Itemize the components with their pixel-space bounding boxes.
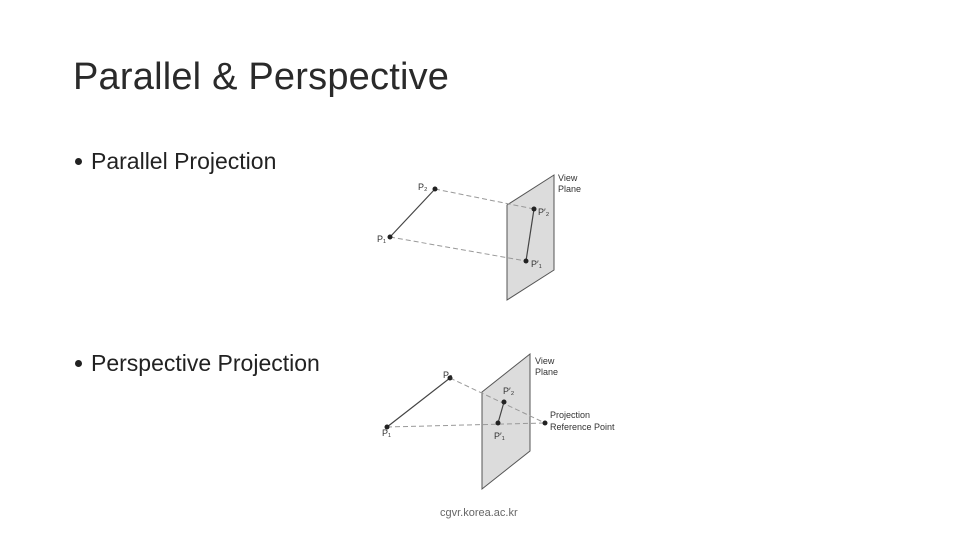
label-view-plane-line1: View (558, 173, 578, 183)
bullet-dot (75, 158, 82, 165)
point-p2 (432, 186, 438, 192)
point-p1-projected (523, 258, 529, 264)
label-p1: P₁ (382, 428, 391, 438)
point-p1-projected (495, 420, 501, 426)
point-p1 (387, 234, 393, 240)
label-p2-projected: P′₂ (538, 207, 550, 217)
point-p2-projected (531, 206, 537, 212)
object-segment (386, 377, 451, 428)
label-reference-point-line2: Reference Point (550, 422, 615, 432)
bullet-text: Perspective Projection (91, 350, 320, 376)
projector-line (386, 422, 546, 428)
projection-reference-point (542, 420, 548, 426)
view-plane (481, 352, 531, 491)
projector-line (449, 377, 546, 424)
projector-line (434, 188, 535, 210)
footer-url: cgvr.korea.ac.kr (440, 507, 518, 519)
point-p1 (384, 424, 390, 430)
projected-segment (525, 208, 535, 262)
label-view-plane-line1: View (535, 356, 555, 366)
bullet-parallel-projection: Parallel Projection (75, 148, 276, 175)
label-p1: P₁ (377, 234, 386, 244)
label-p1-projected: P′₁ (494, 431, 505, 441)
label-view-plane-line2: Plane (535, 367, 558, 377)
bullet-text: Parallel Projection (91, 148, 277, 174)
bullet-perspective-projection: Perspective Projection (75, 350, 320, 377)
label-reference-point-line1: Projection (550, 410, 590, 420)
perspective-projection-figure: P₂ P₁ P′₂ P′₁ View Plane Projection Refe… (382, 352, 615, 491)
parallel-projection-figure: P₂ P₁ P′₂ P′₁ View Plane (377, 173, 581, 301)
label-p1-projected: P′₁ (531, 259, 542, 269)
projected-segment (497, 401, 505, 424)
label-p2-projected: P′₂ (503, 386, 515, 396)
label-p2: P₂ (418, 182, 428, 192)
projector-line (389, 236, 527, 262)
label-p2: P₂ (443, 370, 453, 380)
slide-title: Parallel & Perspective (73, 56, 450, 98)
point-p2 (447, 375, 453, 381)
label-view-plane-line2: Plane (558, 184, 581, 194)
object-segment (389, 188, 436, 238)
bullet-dot (75, 360, 82, 367)
point-p2-projected (501, 399, 507, 405)
view-plane (506, 174, 555, 301)
